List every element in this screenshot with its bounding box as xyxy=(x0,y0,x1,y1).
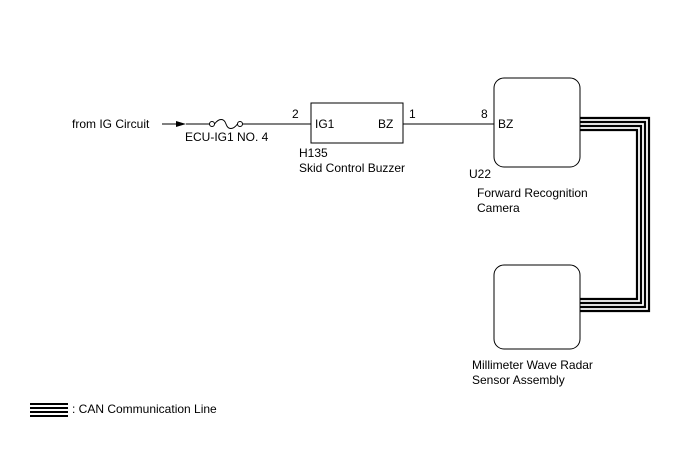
buzzer-pin-out-label: BZ xyxy=(378,117,393,131)
can-bus-lines xyxy=(580,116,651,313)
legend-can-label: : CAN Communication Line xyxy=(72,402,217,416)
fuse-symbol xyxy=(209,119,243,129)
camera-pin-label: BZ xyxy=(498,117,513,131)
radar-name-line1: Millimeter Wave Radar xyxy=(472,358,593,372)
legend-can-symbol xyxy=(30,403,68,417)
buzzer-code: H135 xyxy=(299,146,328,160)
buzzer-pin-in-number: 2 xyxy=(292,107,299,121)
camera-code: U22 xyxy=(469,167,491,181)
buzzer-pin-out-number: 1 xyxy=(409,107,416,121)
fuse-label: ECU-IG1 NO. 4 xyxy=(185,130,269,144)
buzzer-pin-in-label: IG1 xyxy=(315,117,335,131)
source-arrow xyxy=(162,121,186,127)
radar-name-line2: Sensor Assembly xyxy=(472,373,565,387)
buzzer-name: Skid Control Buzzer xyxy=(299,161,405,175)
source-label: from IG Circuit xyxy=(72,117,150,131)
camera-name-line2: Camera xyxy=(477,201,520,215)
radar-box xyxy=(493,264,581,350)
camera-pin-number: 8 xyxy=(481,107,488,121)
camera-name-line1: Forward Recognition xyxy=(477,186,588,200)
buzzer-box xyxy=(310,102,404,144)
